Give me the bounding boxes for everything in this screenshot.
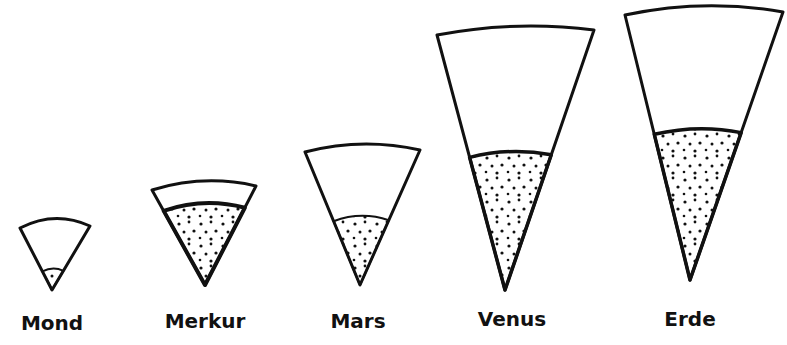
planet-name: Venus — [478, 308, 546, 330]
earth-wedge — [625, 6, 783, 280]
venus-core — [470, 151, 552, 290]
mercury-core — [164, 203, 245, 285]
venus-wedge — [437, 26, 594, 290]
mars-wedge — [305, 144, 420, 285]
moon-wedge — [20, 218, 90, 290]
planet-name: Erde — [664, 308, 715, 330]
planet-name: Merkur — [165, 310, 246, 332]
planet-name: Mond — [21, 312, 83, 334]
mercury-wedge — [152, 181, 256, 285]
mars-core — [334, 216, 389, 285]
planet-name: Mars — [330, 310, 385, 332]
